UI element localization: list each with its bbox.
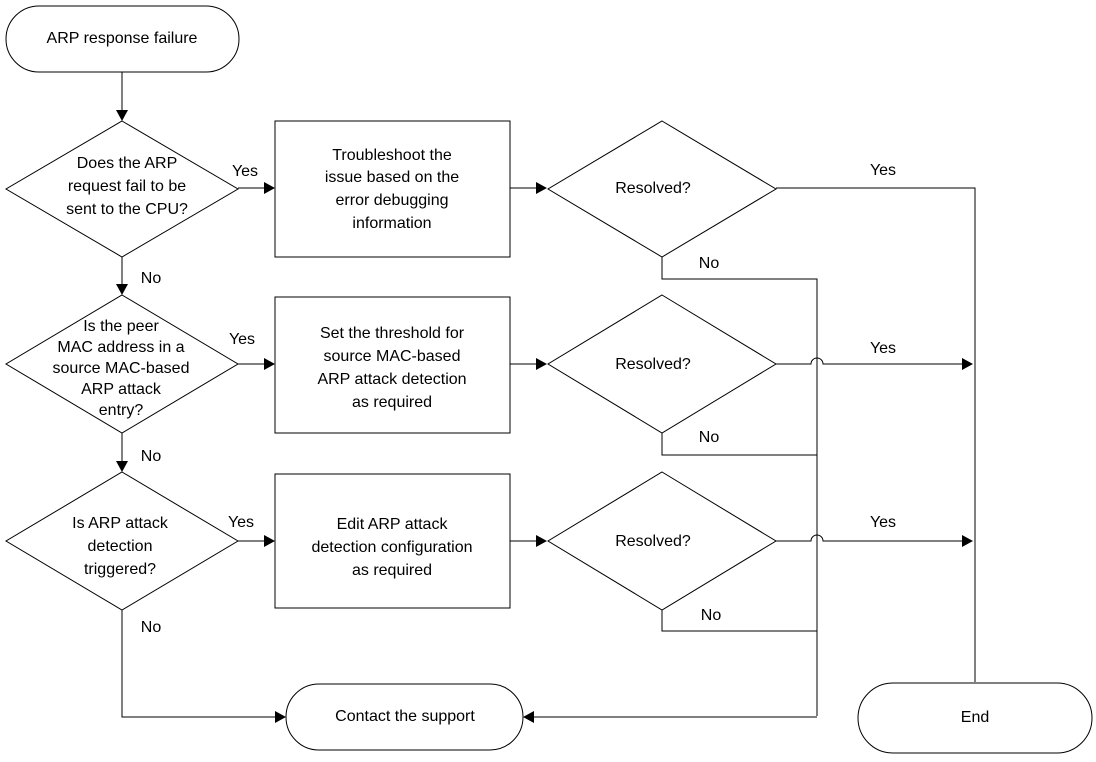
no-label-r2: No bbox=[699, 429, 720, 446]
arrowhead bbox=[962, 535, 973, 547]
no-label-d1: No bbox=[141, 270, 162, 287]
decision-cpu-send-line1: Does the ARP bbox=[77, 155, 178, 172]
arrowhead bbox=[264, 358, 275, 370]
connectors bbox=[116, 72, 976, 723]
arrowhead bbox=[536, 358, 547, 370]
connector-r1-yes bbox=[776, 187, 976, 682]
arrowhead bbox=[116, 284, 128, 295]
connector-r3-no bbox=[661, 610, 817, 632]
decision-attack-detection bbox=[5, 471, 239, 611]
connector-r2-yes bbox=[776, 357, 964, 365]
action-set-threshold bbox=[274, 296, 511, 434]
arrowhead bbox=[116, 461, 128, 472]
end-label: End bbox=[961, 709, 989, 726]
decision-peer-mac-line1: Is the peer bbox=[83, 318, 159, 335]
decision-cpu-send-line2: request fail to be bbox=[68, 178, 186, 195]
action-set-threshold-line3: ARP attack detection bbox=[317, 371, 466, 388]
resolved-decision-2 bbox=[547, 294, 777, 434]
arrowhead bbox=[116, 110, 128, 121]
no-label-r3: No bbox=[701, 607, 722, 624]
yes-label-r3: Yes bbox=[870, 514, 896, 531]
yes-label-r2: Yes bbox=[870, 340, 896, 357]
arrowhead bbox=[523, 711, 534, 723]
no-label-r1: No bbox=[699, 255, 720, 272]
action-troubleshoot-line4: information bbox=[352, 215, 431, 232]
yes-label-d3: Yes bbox=[228, 514, 254, 531]
connector-r3-yes bbox=[776, 534, 964, 542]
action-set-threshold-line1: Set the threshold for bbox=[320, 325, 465, 342]
arrowhead bbox=[962, 358, 973, 370]
action-troubleshoot-line2: issue based on the bbox=[325, 169, 459, 186]
resolved-decision-1 bbox=[547, 120, 777, 258]
action-set-threshold-line4: as required bbox=[352, 394, 432, 411]
start-terminator bbox=[5, 5, 240, 73]
connector-d3-contact bbox=[121, 610, 276, 718]
contact-label: Contact the support bbox=[335, 708, 475, 725]
resolved-decision-2-label: Resolved? bbox=[615, 356, 691, 373]
decision-attack-detection-line1: Is ARP attack bbox=[72, 515, 169, 532]
action-troubleshoot-line3: error debugging bbox=[336, 192, 449, 209]
decision-peer-mac bbox=[5, 294, 239, 434]
arrowhead bbox=[536, 182, 547, 194]
no-label-d3: No bbox=[141, 619, 162, 636]
arrowhead bbox=[536, 535, 547, 547]
decision-peer-mac-line3: source MAC-based bbox=[53, 360, 190, 377]
action-troubleshoot-line1: Troubleshoot the bbox=[332, 147, 452, 164]
arrowhead bbox=[275, 711, 286, 723]
resolved-decision-3-label: Resolved? bbox=[615, 533, 691, 550]
start-label: ARP response failure bbox=[47, 30, 198, 47]
contact-terminator bbox=[285, 683, 524, 751]
decision-peer-mac-line2: MAC address in a bbox=[57, 339, 184, 356]
yes-label-r1: Yes bbox=[870, 162, 896, 179]
arrowhead bbox=[264, 182, 275, 194]
decision-attack-detection-line3: triggered? bbox=[84, 561, 156, 578]
end-terminator bbox=[857, 682, 1093, 754]
resolved-decision-1-label: Resolved? bbox=[615, 180, 691, 197]
decision-peer-mac-line5: entry? bbox=[99, 402, 144, 419]
decision-peer-mac-line4: ARP attack bbox=[81, 381, 162, 398]
decision-attack-detection-line2: detection bbox=[88, 538, 153, 555]
action-troubleshoot bbox=[274, 120, 511, 258]
resolved-decision-3 bbox=[547, 471, 777, 611]
no-label-d2: No bbox=[141, 448, 162, 465]
decision-cpu-send bbox=[5, 120, 239, 258]
action-edit-config-line3: as required bbox=[352, 562, 432, 579]
action-edit-config bbox=[274, 473, 511, 609]
decision-cpu-send-line3: sent to the CPU? bbox=[66, 201, 188, 218]
arrowhead bbox=[264, 535, 275, 547]
yes-label-d1: Yes bbox=[232, 163, 258, 180]
yes-label-d2: Yes bbox=[229, 331, 255, 348]
connector-r1-no bbox=[661, 257, 818, 716]
action-set-threshold-line2: source MAC-based bbox=[324, 348, 461, 365]
action-edit-config-line1: Edit ARP attack bbox=[337, 516, 449, 533]
action-edit-config-line2: detection configuration bbox=[312, 539, 473, 556]
connector-r2-no bbox=[661, 433, 817, 456]
